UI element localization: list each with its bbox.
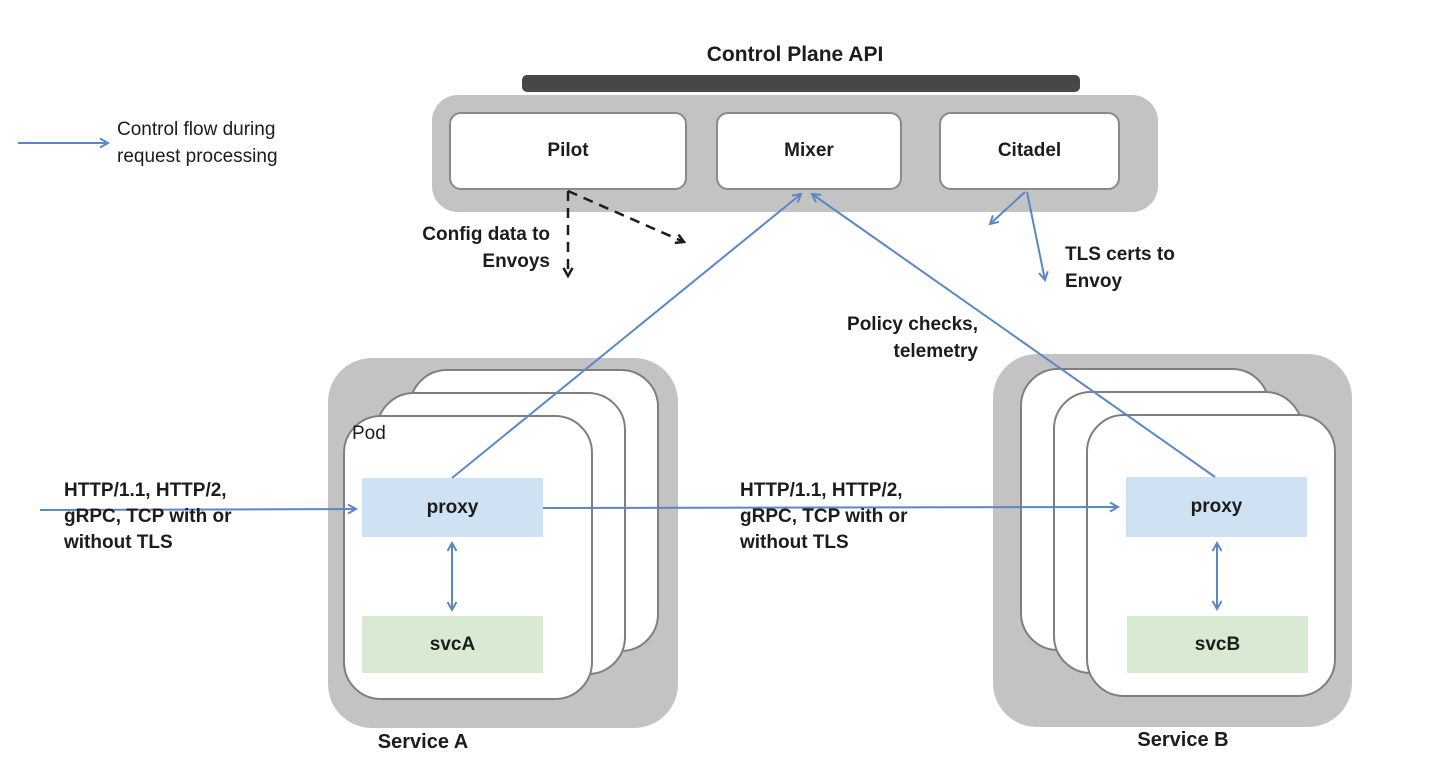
service-b-svc-box: svcB (1127, 616, 1308, 673)
service-b-proxy-label: proxy (1190, 496, 1243, 517)
service-a-title: Service A (377, 731, 469, 753)
citadel-box: Citadel (939, 112, 1120, 190)
service-b-svc-label: svcB (1194, 633, 1241, 655)
pilot-box: Pilot (449, 112, 687, 190)
pod-label: Pod (352, 423, 386, 444)
mixer-label: Mixer (784, 140, 834, 161)
diagram-title: Control Plane API (706, 43, 884, 66)
legend-label: Control flow during request processing (117, 119, 278, 167)
http-protocols-label-middle: HTTP/1.1, HTTP/2, gRPC, TCP with or with… (740, 480, 908, 553)
http-protocols-label-left: HTTP/1.1, HTTP/2, gRPC, TCP with or with… (64, 480, 232, 553)
mixer-box: Mixer (716, 112, 902, 190)
service-b-proxy-box: proxy (1126, 477, 1307, 537)
service-a-svc-label: svcA (429, 633, 476, 655)
control-plane-api-bar (522, 75, 1080, 92)
service-b-title: Service B (1137, 729, 1229, 751)
service-a-proxy-label: proxy (426, 496, 479, 518)
tls-certs-label: TLS certs to Envoy (1065, 244, 1175, 292)
citadel-label: Citadel (997, 140, 1062, 161)
service-a-proxy-box: proxy (362, 478, 543, 537)
pilot-label: Pilot (547, 140, 589, 161)
config-data-label: Config data to Envoys (422, 224, 550, 272)
service-a-svc-box: svcA (362, 616, 543, 673)
policy-checks-label: Policy checks, telemetry (847, 314, 978, 362)
